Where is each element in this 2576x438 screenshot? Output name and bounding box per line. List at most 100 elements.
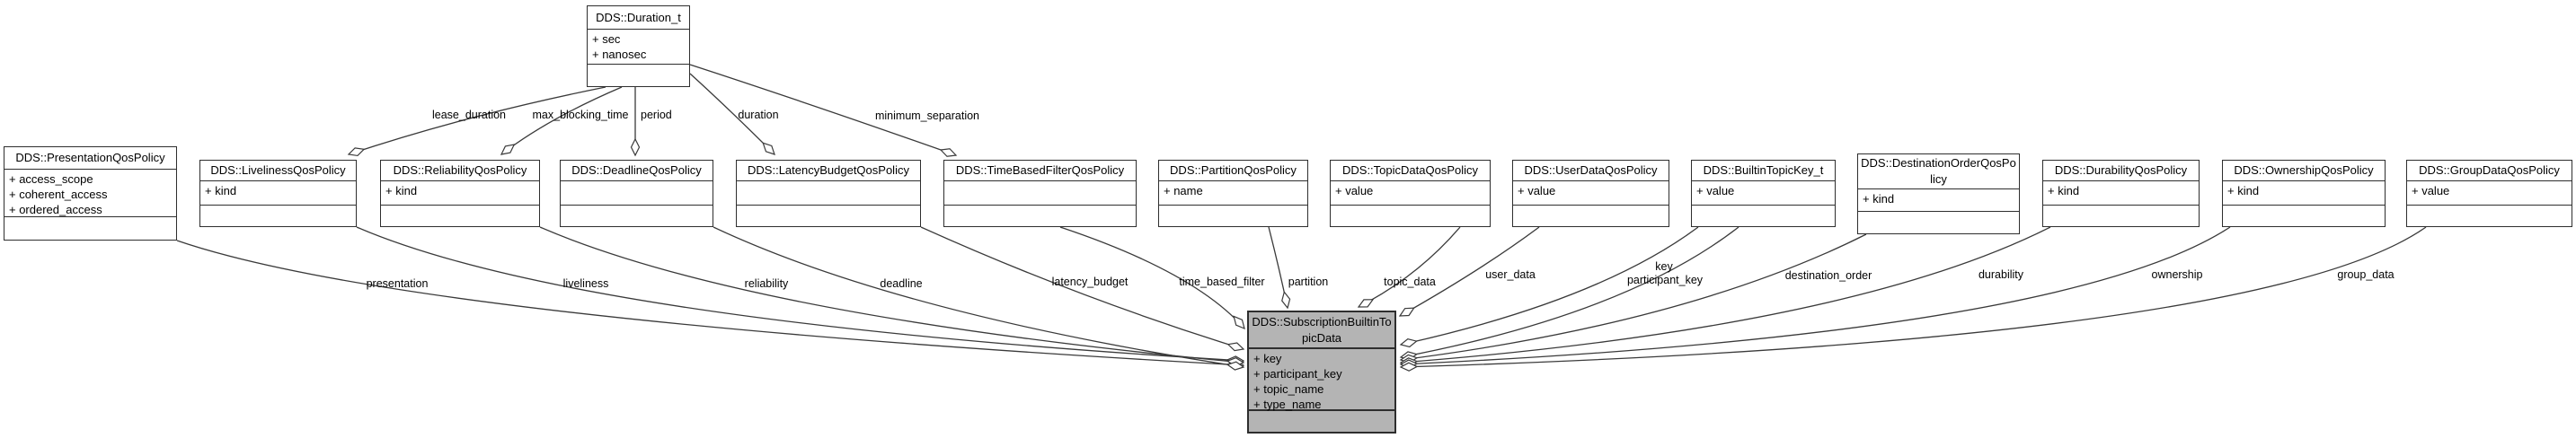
class-attribute: + kind: [2048, 184, 2080, 197]
class-attributes: + value: [2407, 181, 2572, 206]
edge-label-participant-key: participant_key: [1626, 274, 1704, 286]
class-attribute: + access_scope: [9, 172, 93, 186]
class-attributes: + kind: [200, 181, 356, 206]
class-title: DDS::ReliabilityQosPolicy: [381, 161, 539, 181]
class-operations: [737, 206, 920, 226]
edge-topic-data: [1357, 226, 1461, 308]
class-attributes: [737, 181, 920, 206]
class-operations: [1858, 212, 2019, 233]
class-operations: [1159, 206, 1307, 226]
class-title: DDS::GroupDataQosPolicy: [2407, 161, 2572, 181]
class-title: DDS::Duration_t: [588, 6, 689, 30]
class-dds-livelinessqospolicy[interactable]: DDS::LivelinessQosPolicy + kind: [199, 160, 357, 227]
class-dds-groupdataqospolicy[interactable]: DDS::GroupDataQosPolicy + value: [2406, 160, 2572, 227]
edge-label-minimum-separation: minimum_separation: [874, 110, 980, 122]
class-attribute: + type_name: [1253, 398, 1322, 411]
class-attribute: + name: [1164, 184, 1203, 197]
edge-label-lease-duration: lease_duration: [431, 109, 507, 121]
edge-participant-key: [1399, 226, 1739, 361]
class-operations: [1331, 206, 1490, 226]
class-dds-subscriptionbuiltintopicdata[interactable]: DDS::SubscriptionBuiltinTopicData + key …: [1247, 311, 1396, 434]
edge-label-period: period: [641, 109, 672, 121]
class-attributes: [561, 181, 713, 206]
class-title: DDS::PresentationQosPolicy: [4, 147, 176, 170]
class-dds-timebasedfilterqospolicy[interactable]: DDS::TimeBasedFilterQosPolicy: [943, 160, 1137, 227]
class-title: DDS::SubscriptionBuiltinTopicData: [1249, 312, 1394, 349]
class-attribute: + value: [1518, 184, 1556, 197]
class-title: DDS::OwnershipQosPolicy: [2223, 161, 2385, 181]
class-dds-ownershipqospolicy[interactable]: DDS::OwnershipQosPolicy + kind: [2222, 160, 2386, 227]
edge-label-ownership: ownership: [2151, 268, 2203, 281]
class-dds-userdataqospolicy[interactable]: DDS::UserDataQosPolicy + value: [1512, 160, 1669, 227]
class-dds-deadlineqospolicy[interactable]: DDS::DeadlineQosPolicy: [560, 160, 713, 227]
class-title: DDS::TopicDataQosPolicy: [1331, 161, 1490, 181]
class-operations: [1513, 206, 1669, 226]
class-operations: [588, 65, 689, 86]
class-title: DDS::DurabilityQosPolicy: [2043, 161, 2199, 181]
class-title: DDS::TimeBasedFilterQosPolicy: [944, 161, 1136, 181]
class-dds-partitionqospolicy[interactable]: DDS::PartitionQosPolicy + name: [1158, 160, 1308, 227]
edge-group-data: [1399, 226, 2427, 372]
edge-liveliness: [356, 226, 1245, 365]
class-title: DDS::DeadlineQosPolicy: [561, 161, 713, 181]
class-attribute: + kind: [385, 184, 418, 197]
class-operations: [381, 206, 539, 226]
class-attribute: + value: [1696, 184, 1735, 197]
class-dds-reliabilityqospolicy[interactable]: DDS::ReliabilityQosPolicy + kind: [380, 160, 540, 227]
class-title: DDS::UserDataQosPolicy: [1513, 161, 1669, 181]
class-attributes: + kind: [1858, 189, 2019, 212]
class-operations: [4, 217, 176, 240]
edge-partition: [1268, 226, 1291, 310]
class-operations: [561, 206, 713, 226]
class-dds-topicdataqospolicy[interactable]: DDS::TopicDataQosPolicy + value: [1330, 160, 1491, 227]
class-attributes: + value: [1692, 181, 1835, 206]
edge-destination-order: [1399, 233, 1867, 364]
class-title: DDS::DestinationOrderQosPolicy: [1858, 154, 2019, 189]
edge-lease-duration: [347, 86, 606, 157]
class-attributes: + value: [1513, 181, 1669, 206]
class-attributes: + kind: [2043, 181, 2199, 206]
class-title: DDS::PartitionQosPolicy: [1159, 161, 1307, 181]
edge-user-data: [1398, 226, 1540, 317]
edge-label-time-based-filter: time_based_filter: [1179, 276, 1265, 288]
edge-reliability: [539, 226, 1245, 367]
class-attribute: + value: [1335, 184, 1374, 197]
class-dds-presentationqospolicy[interactable]: DDS::PresentationQosPolicy + access_scop…: [4, 146, 177, 241]
class-dds-destinationorderqospolicy[interactable]: DDS::DestinationOrderQosPolicy + kind: [1857, 153, 2020, 234]
edge-label-durability: durability: [1978, 268, 2024, 281]
class-attributes: + key + participant_key + topic_name + t…: [1249, 349, 1394, 411]
edge-label-group-data: group_data: [2337, 268, 2395, 281]
edge-label-max-blocking-time: max_blocking_time: [532, 109, 629, 121]
class-attributes: + name: [1159, 181, 1307, 206]
edge-label-liveliness: liveliness: [562, 277, 609, 290]
edge-time-based-filter: [1059, 226, 1245, 330]
class-dds-builtintopickey-t[interactable]: DDS::BuiltinTopicKey_t + value: [1691, 160, 1836, 227]
class-attribute: + topic_name: [1253, 382, 1324, 396]
edge-label-deadline: deadline: [880, 277, 923, 290]
class-operations: [944, 206, 1136, 226]
class-attribute: + participant_key: [1253, 367, 1342, 381]
edge-max-blocking-time: [500, 86, 623, 155]
class-attribute: + sec: [592, 32, 621, 46]
class-title: DDS::BuiltinTopicKey_t: [1692, 161, 1835, 181]
class-dds-latencybudgetqospolicy[interactable]: DDS::LatencyBudgetQosPolicy: [736, 160, 921, 227]
class-dds-durabilityqospolicy[interactable]: DDS::DurabilityQosPolicy + kind: [2042, 160, 2200, 227]
edge-label-duration: duration: [738, 109, 779, 121]
class-operations: [2043, 206, 2199, 226]
edge-ownership: [1399, 226, 2231, 369]
class-dds-duration-t[interactable]: DDS::Duration_t + sec + nanosec: [587, 5, 690, 87]
edge-label-latency-budget: latency_budget: [1051, 276, 1129, 288]
edge-presentation: [176, 240, 1245, 370]
edge-durability: [1399, 226, 2051, 367]
class-operations: [200, 206, 356, 226]
class-attribute: + coherent_access: [9, 188, 108, 201]
class-title: DDS::LatencyBudgetQosPolicy: [737, 161, 920, 181]
class-attributes: + sec + nanosec: [588, 30, 689, 65]
edge-minimum-separation: [689, 64, 958, 157]
edge-label-key: key: [1655, 260, 1673, 273]
edge-duration: [689, 73, 775, 155]
class-attribute: + kind: [205, 184, 237, 197]
edge-latency-budget: [920, 226, 1245, 352]
